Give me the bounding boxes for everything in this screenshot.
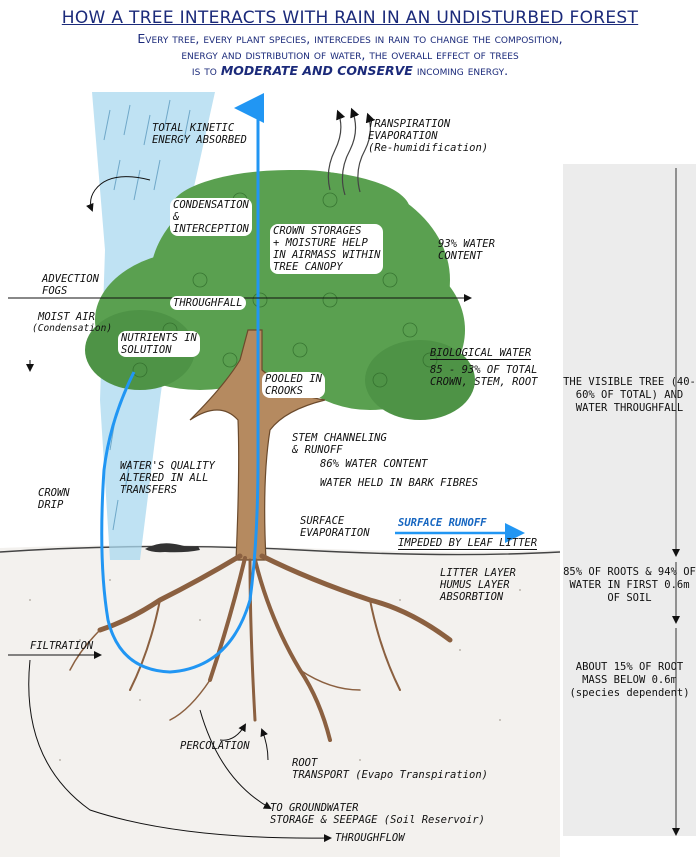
sidebar-panel: THE VISIBLE TREE (40-60% OF TOTAL) AND W…: [563, 164, 696, 836]
sidebar-root-mass: ABOUT 15% OF ROOT MASS BELOW 0.6m (speci…: [569, 661, 690, 699]
label-biological-water: BIOLOGICAL WATER: [430, 347, 532, 360]
root-transport-arrow: [260, 728, 269, 761]
label-water-86: 86% WATER CONTENT: [320, 458, 428, 470]
kinetic-arrow: [86, 176, 151, 212]
groundwater-arrow: [199, 709, 272, 809]
label-stem-channeling: STEM CHANNELING & RUNOFF: [292, 432, 387, 456]
label-moist-air-sub: (Condensation): [32, 323, 113, 334]
label-crown-storages: CROWN STORAGES + MOISTURE HELP IN AIRMAS…: [270, 224, 384, 274]
label-surface-evaporation: SURFACE EVAPORATION: [300, 515, 370, 539]
label-throughflow: THROUGHFLOW: [335, 832, 405, 844]
animal-silhouette: [145, 543, 200, 553]
label-advection-fogs: ADVECTION FOGS: [42, 273, 99, 297]
label-groundwater: TO GROUNDWATER STORAGE & SEEPAGE (Soil R…: [270, 802, 485, 826]
label-root-transport: ROOT TRANSPORT (Evapo Transpiration): [292, 757, 488, 781]
diagram-subtitle: Every tree, every plant species, interce…: [0, 31, 700, 79]
label-litter-layer: LITTER LAYER HUMUS LAYER ABSORBTION: [440, 567, 516, 603]
label-leaf-litter: IMPEDED BY LEAF LITTER: [398, 537, 538, 550]
label-moist-air: MOIST AIR: [38, 311, 95, 323]
sidebar-visible-tree: THE VISIBLE TREE (40-60% OF TOTAL) AND W…: [563, 376, 696, 414]
water-flow-loop: [100, 93, 264, 674]
transpiration-wisps: [327, 107, 375, 196]
label-pooled: POOLED IN CROOKS: [262, 372, 325, 398]
label-kinetic-energy: TOTAL KINETIC ENERGY ABSORBED: [152, 122, 247, 146]
label-surface-runoff: SURFACE RUNOFF: [398, 517, 487, 529]
label-bark: WATER HELD IN BARK FIBRES: [320, 477, 479, 489]
label-condensation: CONDENSATION & INTERCEPTION: [170, 198, 252, 236]
subtitle-line-3-pre: is to: [191, 63, 217, 78]
label-waters-quality: WATER'S QUALITY ALTERED IN ALL TRANSFERS: [120, 460, 215, 496]
label-filtration: FILTRATION: [30, 640, 94, 652]
tree-roots: [69, 553, 453, 742]
diagram-title: HOW A TREE INTERACTS WITH RAIN IN AN UND…: [61, 8, 639, 28]
sidebar-roots-85: 85% OF ROOTS & 94% OF WATER IN FIRST 0.6…: [563, 566, 696, 604]
label-percolation: PERCOLATION: [180, 740, 250, 752]
ground-line: [0, 545, 561, 556]
percolation-arrow: [219, 723, 247, 741]
label-crown-drip: CROWN DRIP: [38, 487, 70, 511]
subtitle-line-1: Every tree, every plant species, interce…: [137, 31, 563, 46]
label-nutrients: NUTRIENTS IN SOLUTION: [118, 331, 200, 357]
label-biological-water-sub: 85 - 93% OF TOTAL CROWN, STEM, ROOT: [430, 364, 538, 388]
label-water-93: 93% WATER CONTENT: [438, 238, 495, 262]
subtitle-line-3-post: incoming energy.: [416, 63, 509, 78]
subtitle-line-2: energy and distribution of water, the ov…: [181, 47, 519, 62]
label-throughfall: THROUGHFALL: [170, 296, 246, 310]
subtitle-emphasis: MODERATE AND CONSERVE: [220, 63, 413, 78]
label-transpiration: TRANSPIRATION EVAPORATION (Re-humidifica…: [368, 118, 489, 154]
subtitle-line-3: is to MODERATE AND CONSERVE incoming ene…: [0, 63, 700, 79]
throughflow-arrow: [28, 659, 332, 843]
